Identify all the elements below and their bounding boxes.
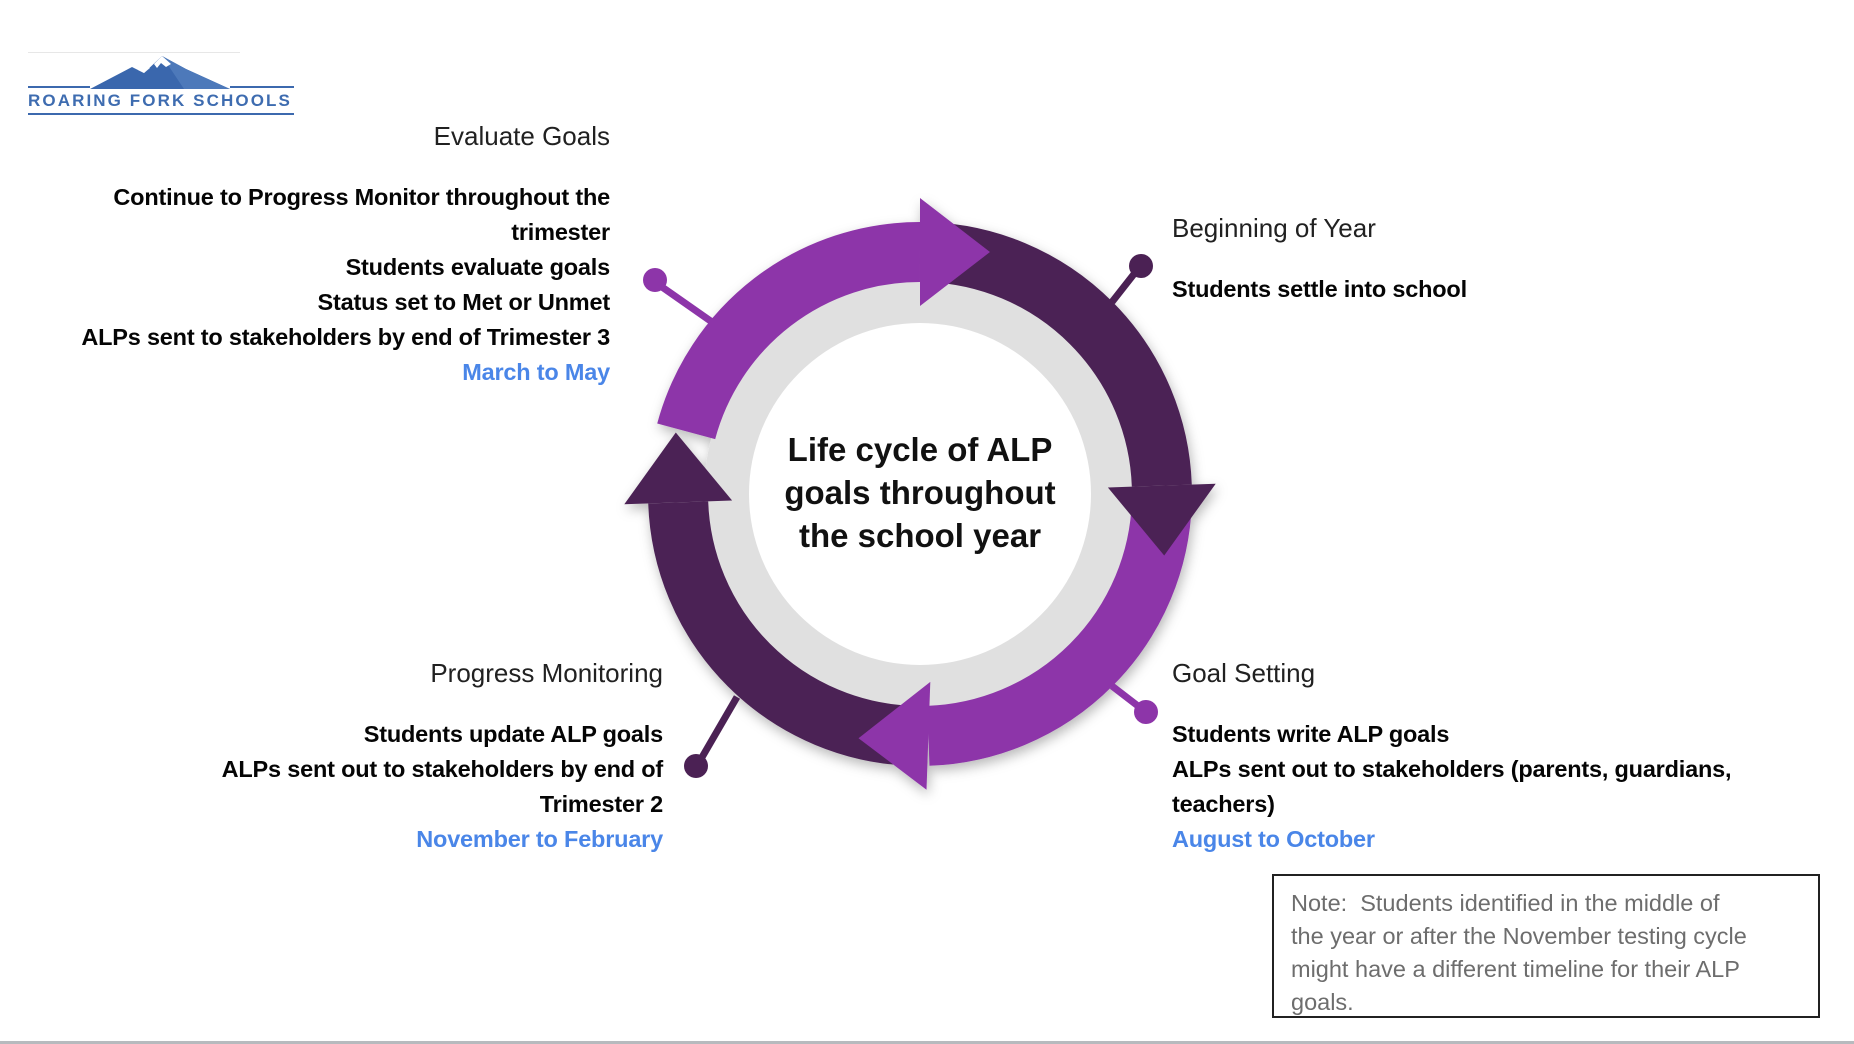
cycle-arc-bottom-left: [648, 500, 914, 766]
stage-beginning-of-year: Beginning of Year Students settle into s…: [1172, 210, 1812, 307]
stage-detail-line: ALPs sent out to stakeholders (parents, …: [1172, 756, 1732, 782]
connector-progress-monitoring: [697, 695, 741, 761]
stage-detail-line: trimester: [511, 219, 610, 245]
connector-dot-beginning-of-year: [1129, 254, 1153, 278]
logo-top-divider: [28, 52, 240, 53]
note-text-line: might have a different timeline for thei…: [1291, 956, 1740, 982]
logo-underline: [28, 113, 294, 115]
logo-text: ROARING FORK SCHOOLS: [28, 91, 292, 110]
stage-heading: Beginning of Year: [1172, 213, 1376, 243]
center-title-line: Life cycle of ALP: [787, 431, 1053, 468]
connector-goal-setting: [1109, 683, 1141, 709]
stage-detail-line: ALPs sent to stakeholders by end of Trim…: [81, 324, 610, 350]
stage-detail-line: Status set to Met or Unmet: [317, 289, 611, 315]
cycle-arc-bottom-right: [926, 500, 1192, 766]
arrow-head-right-icon: [1107, 483, 1216, 556]
mountain-icon: [90, 56, 230, 89]
connector-dot-evaluate-goals: [643, 268, 667, 292]
note-text-line: the year or after the November testing c…: [1291, 923, 1747, 949]
stage-detail-line: Students update ALP goals: [363, 721, 663, 747]
arrow-head-bottom-icon: [858, 681, 931, 790]
center-title-line: goals throughout: [784, 474, 1056, 511]
logo-rule-left: [28, 86, 90, 88]
connector-dot-progress-monitoring: [684, 754, 708, 778]
stage-details: Students settle into school: [1172, 272, 1812, 307]
stage-evaluate-goals: Evaluate Goals Continue to Progress Moni…: [0, 118, 610, 390]
logo-rule-right: [230, 86, 294, 88]
note-text-line: goals.: [1291, 989, 1354, 1015]
stage-details: Continue to Progress Monitor throughout …: [0, 180, 610, 355]
stage-detail-line: Students write ALP goals: [1172, 721, 1450, 747]
note-text-line: Note: Students identified in the middle …: [1291, 890, 1720, 916]
stage-detail-line: Students settle into school: [1172, 276, 1467, 302]
roaring-fork-schools-logo: ROARING FORK SCHOOLS: [28, 50, 294, 118]
stage-date-range: March to May: [462, 359, 610, 385]
cycle-arc-top-left: [657, 222, 921, 440]
page-bottom-edge: [0, 1041, 1854, 1044]
stage-detail-line: Trimester 2: [539, 791, 663, 817]
stage-heading: Progress Monitoring: [430, 658, 663, 688]
stage-date-range: August to October: [1172, 826, 1375, 852]
cycle-center-title: Life cycle of ALP goals throughout the sch…: [700, 428, 1140, 557]
stage-detail-line: Continue to Progress Monitor throughout …: [113, 184, 610, 210]
stage-detail-line: Students evaluate goals: [345, 254, 611, 280]
stage-heading: Goal Setting: [1172, 658, 1316, 688]
connector-evaluate-goals: [659, 284, 715, 325]
connector-beginning-of-year: [1109, 271, 1137, 305]
stage-detail-line: teachers): [1172, 791, 1275, 817]
stage-detail-line: ALPs sent out to stakeholders by end of: [221, 756, 664, 782]
stage-heading: Evaluate Goals: [433, 121, 610, 151]
note-box: Note: Students identified in the middle …: [1272, 874, 1820, 1018]
arrow-head-top-icon: [920, 198, 990, 306]
center-title-line: the school year: [798, 517, 1042, 554]
connector-dot-goal-setting: [1134, 700, 1158, 724]
center-disc: [749, 323, 1091, 665]
arrow-head-left-icon: [624, 432, 733, 505]
stage-date-range: November to February: [416, 826, 663, 852]
stage-progress-monitoring: Progress Monitoring Students update ALP …: [23, 655, 664, 857]
